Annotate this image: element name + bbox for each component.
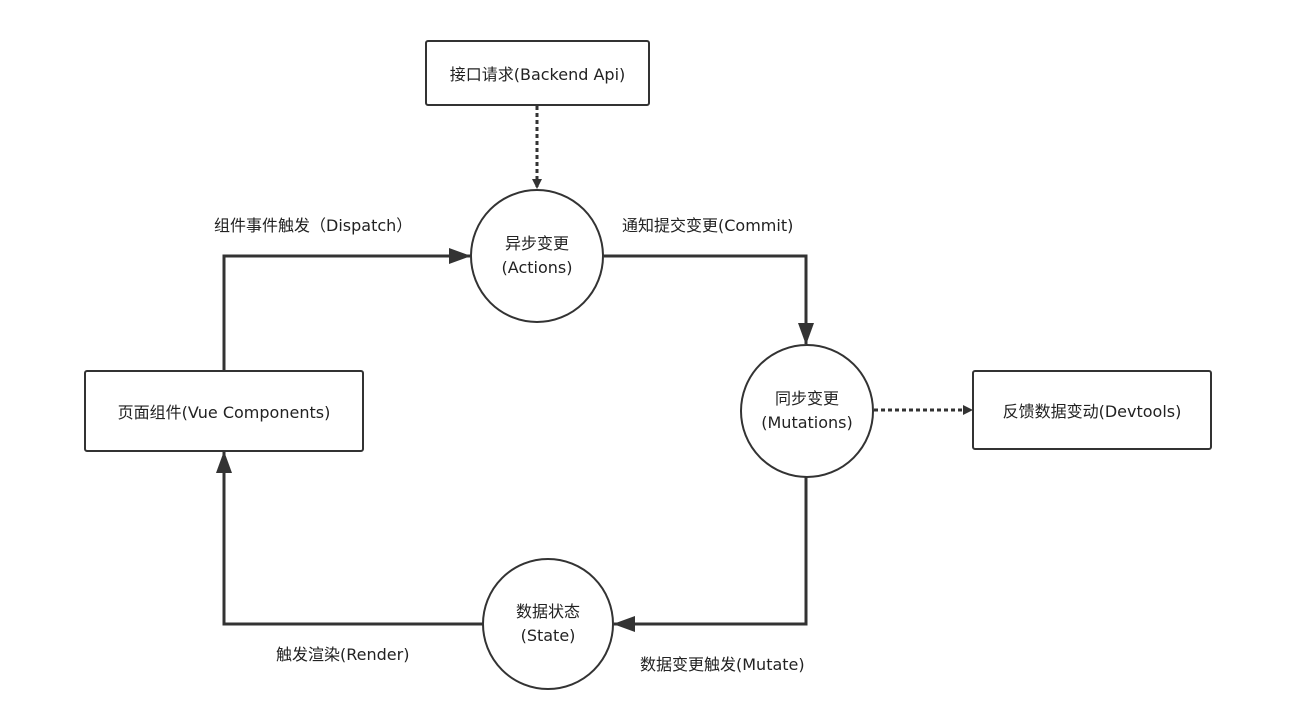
devtools-node: 反馈数据变动(Devtools) <box>972 370 1212 450</box>
commit-edge <box>604 254 814 345</box>
mutations-node: 同步变更 (Mutations) <box>740 344 874 478</box>
actions-node: 异步变更 (Actions) <box>470 189 604 323</box>
state-node: 数据状态 (State) <box>482 558 614 690</box>
mutate-edge <box>613 476 808 632</box>
state-label-line1: 数据状态 <box>515 602 580 621</box>
actions-label-line2: (Actions) <box>501 258 573 277</box>
render-label: 触发渲染(Render) <box>276 645 410 664</box>
state-label-line2: (State) <box>520 626 576 645</box>
components-label: 页面组件(Vue Components) <box>117 403 331 422</box>
render-edge <box>216 451 483 626</box>
devtools-label: 反馈数据变动(Devtools) <box>1002 402 1182 421</box>
backend-api-label: 接口请求(Backend Api) <box>449 65 626 84</box>
mutations-label-line1: 同步变更 <box>774 389 839 408</box>
dispatch-label: 组件事件触发（Dispatch） <box>214 216 413 235</box>
components-node: 页面组件(Vue Components) <box>84 370 364 452</box>
backend-api-node: 接口请求(Backend Api) <box>425 40 650 106</box>
mutations-label-line2: (Mutations) <box>761 413 853 432</box>
commit-label: 通知提交变更(Commit) <box>622 216 794 235</box>
actions-label-line1: 异步变更 <box>504 234 569 253</box>
dispatch-edge <box>222 248 471 370</box>
mutate-label: 数据变更触发(Mutate) <box>640 655 805 674</box>
